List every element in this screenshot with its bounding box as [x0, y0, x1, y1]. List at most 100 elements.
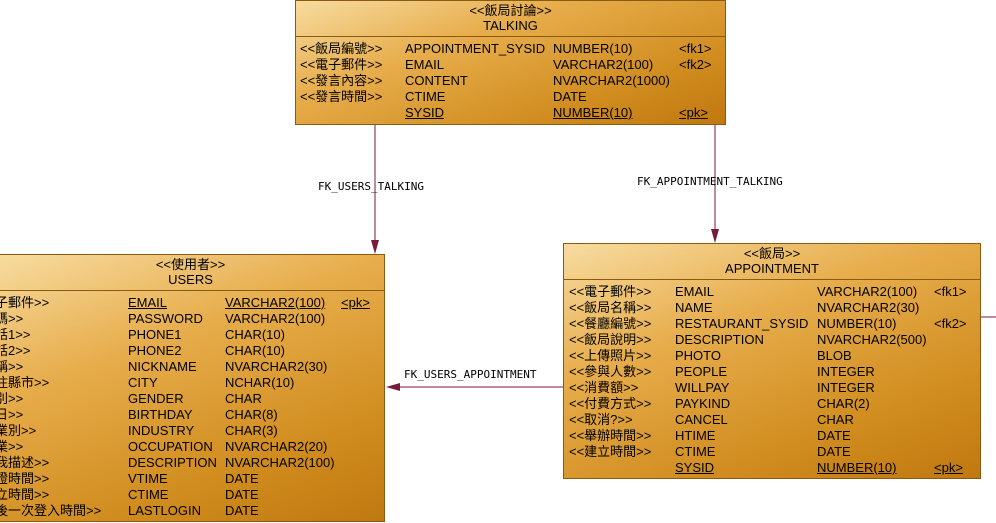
- column-type: VARCHAR2(100): [817, 284, 918, 299]
- entity-header: <<使用者>> USERS: [0, 255, 384, 291]
- column-type: DATE: [225, 487, 259, 502]
- column-type: DATE: [553, 89, 587, 104]
- column-label: 話1>>: [0, 327, 31, 342]
- column-label: <<建立時間>>: [569, 444, 652, 459]
- entity-columns: <<飯局編號>> APPOINTMENT_SYSID NUMBER(10) <fk1>…: [296, 37, 725, 121]
- entity-name: USERS: [168, 272, 213, 287]
- entity-stereotype: <<飯局討論>>: [469, 3, 552, 18]
- column-type: INTEGER: [817, 364, 875, 379]
- column-label: 稱>>: [0, 359, 24, 374]
- entity-talking[interactable]: <<飯局討論>> TALKING <<飯局編號>> APPOINTMENT_SYS…: [295, 0, 726, 125]
- column-name: WILLPAY: [675, 380, 730, 395]
- column-type: NVARCHAR2(20): [225, 439, 328, 454]
- column-row[interactable]: 碼>> PASSWORD VARCHAR2(100): [0, 311, 384, 327]
- column-row[interactable]: 業別>> INDUSTRY CHAR(3): [0, 423, 384, 439]
- fk-appointment-talking-label: FK_APPOINTMENT_TALKING: [637, 175, 783, 188]
- column-key: <pk>: [679, 105, 708, 120]
- column-key: <fk1>: [679, 41, 712, 56]
- column-row[interactable]: 話1>> PHONE1 CHAR(10): [0, 327, 384, 343]
- column-type: CHAR(3): [225, 423, 278, 438]
- column-name: PEOPLE: [675, 364, 728, 379]
- column-type: CHAR: [225, 391, 262, 406]
- column-label: <<電子郵件>>: [569, 284, 652, 299]
- column-row[interactable]: <<飯局編號>> APPOINTMENT_SYSID NUMBER(10) <fk1>: [296, 41, 725, 57]
- column-row[interactable]: <<舉辦時間>> HTIME DATE: [564, 428, 980, 444]
- column-name: VTIME: [128, 471, 168, 486]
- column-name: INDUSTRY: [128, 423, 195, 438]
- column-type: CHAR(2): [817, 396, 870, 411]
- column-name: PASSWORD: [128, 311, 203, 326]
- column-type: NUMBER(10): [553, 105, 633, 120]
- column-name: APPOINTMENT_SYSID: [405, 41, 546, 56]
- column-name: EMAIL: [405, 57, 445, 72]
- column-name: DESCRIPTION: [128, 455, 217, 470]
- column-name: PHONE1: [128, 327, 182, 342]
- column-key: <pk>: [341, 295, 370, 310]
- column-label: 碼>>: [0, 311, 24, 326]
- column-type: NUMBER(10): [553, 41, 633, 56]
- column-label: <<飯局編號>>: [300, 41, 383, 56]
- column-name: NICKNAME: [128, 359, 197, 374]
- column-name: NAME: [675, 300, 713, 315]
- column-name: RESTAURANT_SYSID: [675, 316, 809, 331]
- column-row[interactable]: SYSID NUMBER(10) <pk>: [296, 105, 725, 121]
- column-label: 後一次登入時間>>: [0, 503, 102, 518]
- column-name: SYSID: [675, 460, 715, 475]
- column-type: VARCHAR2(100): [225, 311, 326, 326]
- column-type: CHAR(8): [225, 407, 278, 422]
- column-label: 別>>: [0, 391, 24, 406]
- column-type: BLOB: [817, 348, 852, 363]
- column-name: EMAIL: [128, 295, 168, 310]
- entity-name: APPOINTMENT: [725, 261, 819, 276]
- column-label: 話2>>: [0, 343, 31, 358]
- column-name: OCCUPATION: [128, 439, 213, 454]
- entity-header: <<飯局討論>> TALKING: [296, 1, 725, 37]
- column-name: HTIME: [675, 428, 716, 443]
- column-type: NCHAR(10): [225, 375, 295, 390]
- column-type: CHAR(10): [225, 327, 285, 342]
- column-type: DATE: [817, 428, 851, 443]
- column-name: CANCEL: [675, 412, 728, 427]
- column-name: SYSID: [405, 105, 445, 120]
- column-name: PHOTO: [675, 348, 721, 363]
- column-type: NVARCHAR2(30): [817, 300, 920, 315]
- column-label: 業別>>: [0, 423, 37, 438]
- column-type: INTEGER: [817, 380, 875, 395]
- entity-stereotype: <<使用者>>: [155, 257, 226, 272]
- column-name: LASTLOGIN: [128, 503, 201, 518]
- column-label: 我描述>>: [0, 455, 50, 470]
- fk-users-appointment-label: FK_USERS_APPOINTMENT: [404, 368, 537, 381]
- column-label: <<舉辦時間>>: [569, 428, 652, 443]
- column-type: NVARCHAR2(1000): [553, 73, 670, 88]
- column-name: CITY: [128, 375, 158, 390]
